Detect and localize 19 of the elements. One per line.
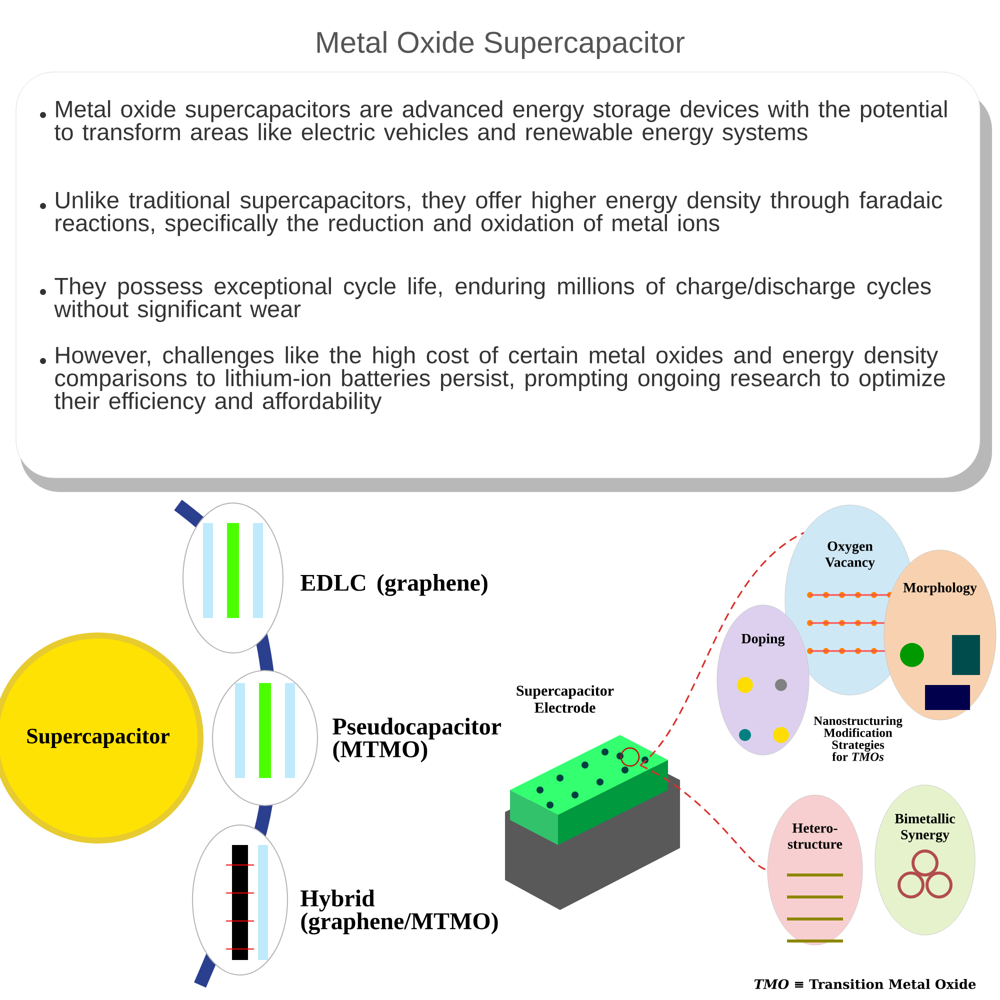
- title: Metal Oxide Supercapacitor: [317, 31, 685, 59]
- petal-bubble: Bimetallic Synergy: [874, 784, 976, 936]
- cell-diagram-picture: [192, 824, 288, 976]
- bullet-text: Unlike traditional supercapacitors, they offer higher energy density through faradaic reactions, specifically the reduction and oxidation of metal ions: [56, 191, 942, 236]
- item-label: Hybrid (graphene/MTMO): [300, 890, 498, 934]
- petal-bubble: Hetero-structure: [767, 794, 863, 946]
- dashed-connector: [640, 532, 804, 766]
- footnote: TMO ≡ Transition Metal Oxide: [754, 978, 976, 990]
- bullet-text: They possess exceptional cycle life, enduring millions of charge/discharge cycles without significant wear: [54, 277, 931, 322]
- bullet-text: Metal oxide supercapacitors are advanced energy storage devices with the potential to transform areas like electric vehicles and renewable energy systems: [54, 100, 947, 145]
- cell-diagram-picture: [212, 670, 318, 806]
- item-label: Pseudocapacitor (MTMO): [332, 718, 501, 762]
- dashed-connector: [640, 764, 768, 871]
- bullet-text: However, challenges like the high cost of certain metal oxides and energy density comparisons to lithium-ion batteries persist, prompting ongoing research to optimize their efficiency and affordability: [54, 346, 945, 414]
- node-label: Supercapacitor Electrode: [516, 685, 614, 713]
- cell-diagram-picture: [182, 502, 284, 654]
- petal-bubble: Doping: [716, 604, 810, 756]
- item-label: EDLC (graphene): [300, 574, 488, 596]
- electrode-drawing: Supercapacitor Electrode: [505, 685, 680, 910]
